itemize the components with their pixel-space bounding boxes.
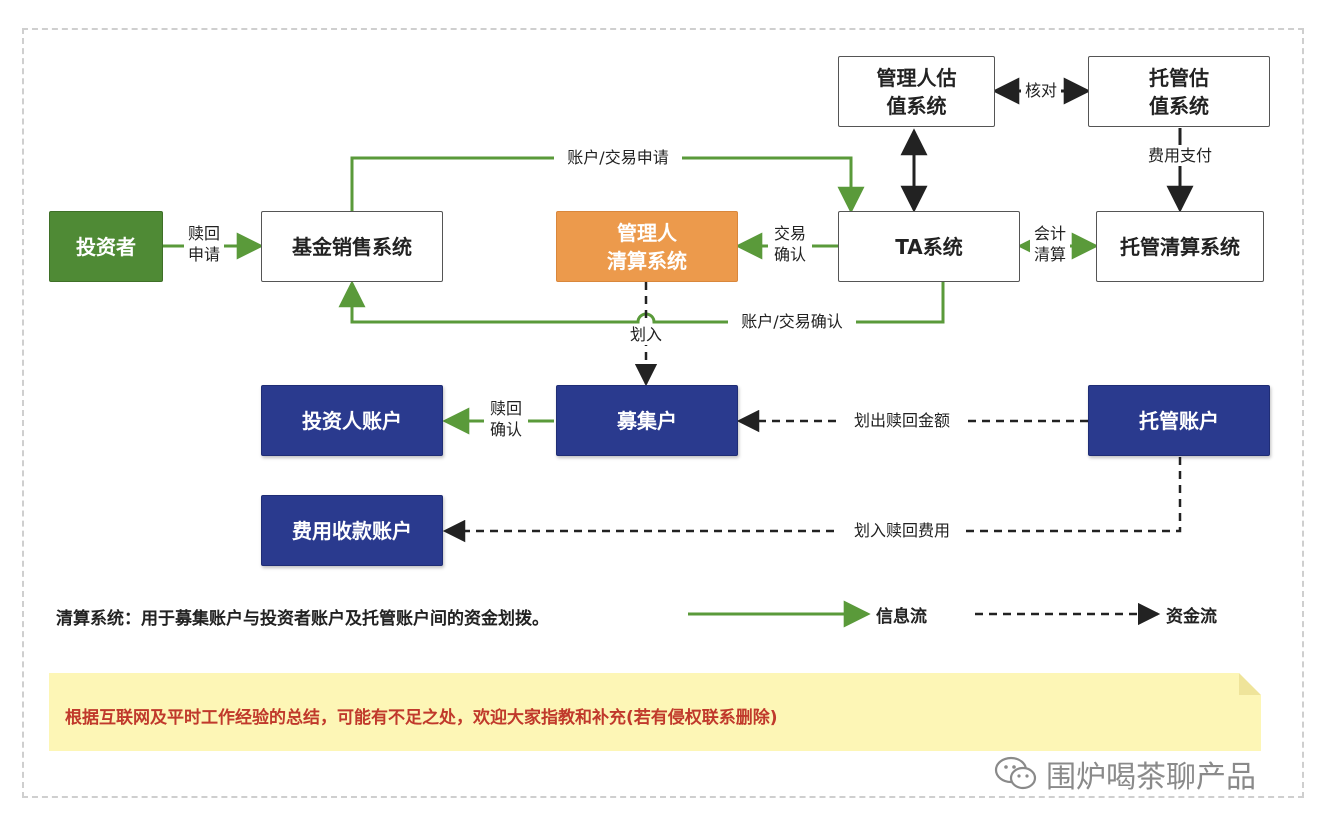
label-accounting-clearing: 会计 清算	[1030, 223, 1070, 265]
edge-transfer-in-fee	[442, 457, 1182, 543]
custody-clearing-system-node: 托管清算系统	[1096, 211, 1264, 282]
wechat-icon	[994, 756, 1037, 790]
disclaimer-note: 根据互联网及平时工作经验的总结，可能有不足之处，欢迎大家指教和补充(若有侵权联系…	[49, 673, 1261, 751]
manager-valuation-system-node: 管理人估 值系统	[838, 56, 995, 127]
ta-system-node: TA系统	[838, 211, 1020, 282]
disclaimer-text: 根据互联网及平时工作经验的总结，可能有不足之处，欢迎大家指教和补充(若有侵权联系…	[65, 708, 778, 728]
label-transfer-in-redeem-fee: 划入赎回费用	[840, 520, 964, 541]
label-account-trade-apply: 账户/交易申请	[554, 147, 682, 168]
label-fee-payment: 费用支付	[1142, 145, 1218, 166]
collection-account-node: 募集户	[556, 385, 738, 456]
fund-sales-system-node: 基金销售系统	[261, 211, 443, 282]
label-trade-confirm: 交易 确认	[768, 223, 812, 265]
manager-clearing-system-node: 管理人 清算系统	[556, 211, 738, 282]
label-redeem-confirm: 赎回 确认	[484, 398, 528, 440]
investor-account-node: 投资人账户	[261, 385, 443, 456]
label-account-trade-confirm: 账户/交易确认	[728, 311, 856, 332]
label-transfer-out-redeem-amount: 划出赎回金额	[840, 410, 964, 431]
diagram-frame	[22, 28, 1304, 798]
watermark: 围炉喝茶聊产品	[994, 752, 1256, 796]
legend-fund-flow-label: 资金流	[1166, 607, 1217, 627]
clearing-system-definition: 清算系统：用于募集账户与投资者账户及托管账户间的资金划拨。	[56, 609, 549, 629]
investor-node: 投资者	[49, 211, 163, 282]
custody-valuation-system-node: 托管估 值系统	[1088, 56, 1270, 127]
custody-account-node: 托管账户	[1088, 385, 1270, 456]
watermark-text: 围炉喝茶聊产品	[1046, 760, 1256, 795]
legend-info-flow-label: 信息流	[876, 607, 927, 627]
fee-collection-account-node: 费用收款账户	[261, 495, 443, 566]
label-reconcile: 核对	[1021, 80, 1061, 101]
note-folded-corner	[1239, 673, 1261, 695]
label-transfer-in: 划入	[624, 324, 668, 345]
label-redeem-apply: 赎回 申请	[184, 223, 224, 265]
